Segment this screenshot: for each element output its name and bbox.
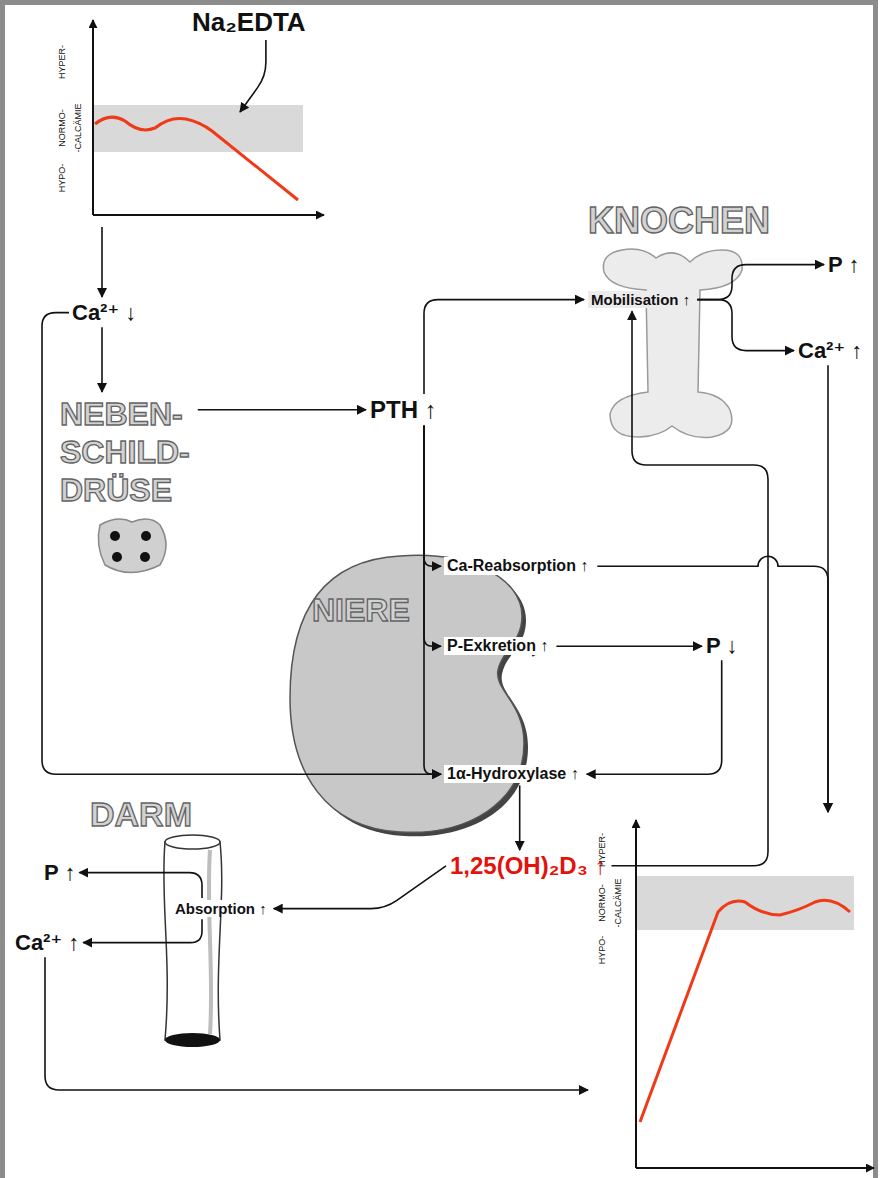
- bone-illustration: [603, 249, 742, 438]
- hormone-label: PTH ↑: [370, 396, 437, 424]
- connector: [42, 313, 441, 775]
- label-text: P ↑: [44, 860, 75, 885]
- connector: [697, 265, 824, 300]
- effect-label: P-Exkretion ↑: [444, 637, 551, 655]
- axis-label: NORMO-: [58, 109, 67, 147]
- connector: [612, 311, 769, 866]
- label-text: Absorption ↑: [172, 900, 270, 917]
- calcemia-chart: HYPER- NORMO- HYPO- -CALCÄMIE: [588, 812, 878, 1174]
- kidney-illustration: [290, 555, 534, 836]
- connector: [240, 40, 266, 112]
- intestine-illustration: [164, 835, 222, 1047]
- connector: [424, 426, 441, 647]
- calcemia-chart-bottom: [636, 820, 874, 1168]
- effect-label: Ca-Reabsorption ↑: [444, 557, 591, 575]
- label-text: 1,25(OH)₂D₃ ↑: [450, 852, 606, 880]
- label-text: 1α-Hydroxylase ↑: [444, 765, 582, 783]
- connector: [198, 409, 366, 411]
- organ-label: NEBEN- SCHILD- DRÜSE: [60, 395, 190, 509]
- label-text: Mobilisation ↑: [588, 291, 693, 308]
- ion-level: P ↑: [828, 252, 859, 277]
- connector: [424, 300, 584, 394]
- organ-label: DARM: [90, 795, 192, 834]
- label-text: Ca²⁺ ↓: [72, 300, 136, 325]
- connector: [274, 866, 446, 909]
- label-text: P-Exkretion ↑: [444, 637, 551, 655]
- label-text: Ca-Reabsorption ↑: [444, 557, 591, 575]
- organ-region: NIERE Ca-Reabsorption ↑ P-Exkretion ↑ 1α-Hy…: [292, 540, 660, 838]
- label-text: PTH ↑: [370, 396, 437, 424]
- ion-level: P ↓: [706, 633, 737, 658]
- connector: [101, 327, 103, 392]
- connector: [83, 919, 202, 942]
- organ-label: NIERE: [312, 592, 410, 629]
- axis-label: -CALCÄMIE: [74, 103, 83, 152]
- vitamin-d-label: 1,25(OH)₂D₃ ↑: [450, 852, 606, 880]
- label-text: P ↓: [706, 633, 737, 658]
- axis-label: -CALCÄMIE: [614, 878, 623, 927]
- organ-label: NEBEN- SCHILD- DRÜSE: [60, 395, 190, 509]
- ion-level: P ↑: [44, 860, 75, 885]
- connector: [519, 785, 521, 850]
- connector: [697, 300, 794, 351]
- effect-label: Mobilisation ↑: [588, 291, 693, 308]
- label-text: P ↑: [828, 252, 859, 277]
- frame: [3, 3, 876, 1178]
- ion-level: Ca²⁺ ↑: [15, 930, 79, 955]
- connector: [79, 873, 202, 898]
- label-text: Ca²⁺ ↑: [15, 930, 79, 955]
- organ-label: KNOCHEN: [588, 200, 770, 241]
- ion-level: Ca²⁺ ↑: [798, 338, 862, 363]
- axis-label: HYPO-: [58, 164, 67, 193]
- effect-label: 1α-Hydroxylase ↑: [444, 765, 582, 783]
- effect-label: Absorption ↑: [172, 900, 270, 917]
- calcemia-chart-top: [93, 20, 324, 215]
- axis-label: HYPER-: [598, 833, 607, 867]
- connector: [101, 227, 103, 297]
- calcemia-chart: HYPER- NORMO- HYPO- -CALCÄMIE: [50, 42, 330, 225]
- connector: [587, 660, 722, 774]
- axis-label: HYPO-: [598, 936, 607, 965]
- connector: [556, 645, 702, 647]
- label-text: Ca²⁺ ↑: [798, 338, 862, 363]
- ion-level: Ca²⁺ ↓: [72, 300, 136, 325]
- reagent-label: Na₂EDTA: [192, 8, 306, 38]
- organ-region: DARM Absorption ↑: [86, 795, 301, 1045]
- label-text: Na₂EDTA: [192, 8, 306, 38]
- parathyroid-illustration: [98, 519, 166, 572]
- connector: [597, 556, 828, 812]
- connector: [424, 426, 441, 775]
- connector: [45, 957, 588, 1090]
- axis-label: HYPER-: [58, 45, 67, 79]
- connector: [424, 426, 441, 567]
- organ-region: KNOCHEN Mobilisation ↑: [575, 198, 775, 443]
- axis-label: NORMO-: [598, 884, 607, 922]
